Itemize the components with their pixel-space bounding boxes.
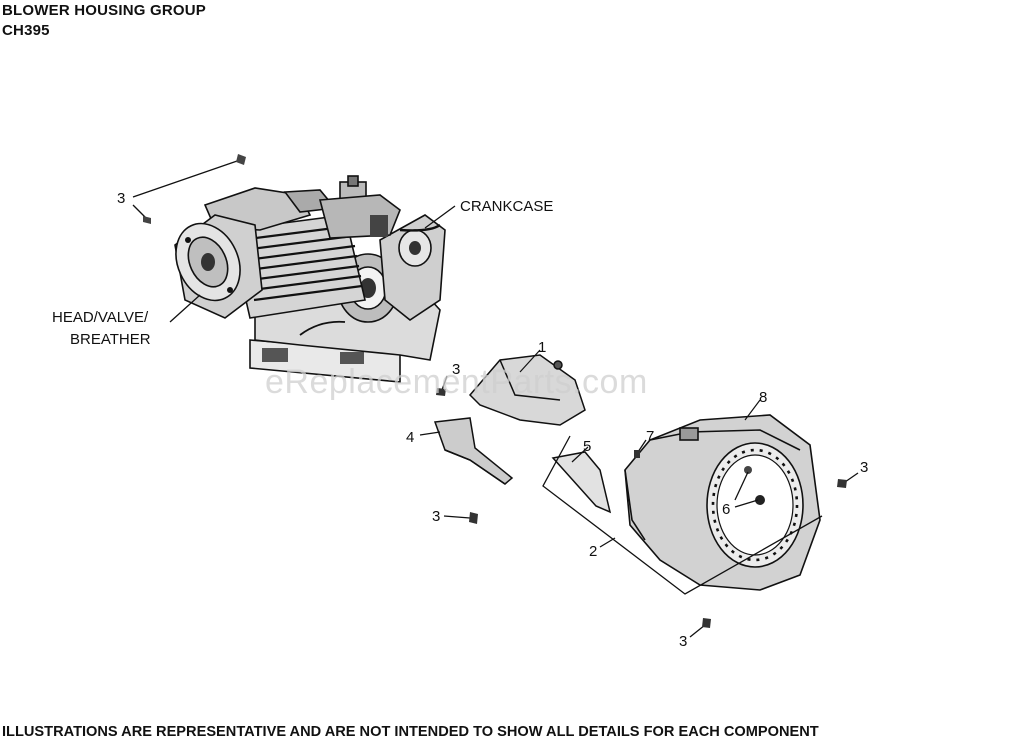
screw-bottom	[689, 618, 711, 638]
callout-3-left-low: 3	[432, 508, 440, 525]
diagram-title: BLOWER HOUSING GROUP	[2, 2, 207, 19]
label-head-line2: BREATHER	[70, 331, 151, 348]
callout-5: 5	[583, 438, 591, 455]
head-leader	[169, 294, 201, 323]
label-head-line1: HEAD/VALVE/	[52, 309, 149, 326]
screw-mid	[436, 375, 448, 396]
part-1-baffle	[468, 349, 586, 426]
callout-3-right: 3	[860, 459, 868, 476]
callout-3-mid: 3	[452, 361, 460, 378]
part-2-leader	[599, 537, 616, 548]
label-crankcase: CRANKCASE	[460, 198, 553, 215]
watermark: eReplacementParts.com	[265, 363, 648, 401]
engine-illustration	[174, 175, 446, 383]
callout-4: 4	[406, 429, 414, 446]
part-7-screw	[634, 439, 647, 458]
screw-top-group	[132, 154, 246, 224]
crankcase-leader	[424, 205, 456, 229]
part-5-shield	[551, 446, 612, 514]
callout-3-bottom: 3	[679, 633, 687, 650]
disclaimer-footer: ILLUSTRATIONS ARE REPRESENTATIVE AND ARE…	[2, 724, 819, 740]
part-2-bracket	[542, 435, 823, 595]
part-4-plate	[419, 417, 514, 485]
callout-3-top: 3	[117, 190, 125, 207]
callout-2: 2	[589, 543, 597, 560]
part-6-leaders	[734, 471, 759, 508]
callout-1: 1	[538, 339, 546, 356]
screw-left-low	[443, 512, 478, 524]
callout-7: 7	[646, 428, 654, 445]
part-8-blower-housing	[624, 399, 821, 591]
screw-right	[837, 472, 859, 488]
callout-6: 6	[722, 501, 730, 518]
model-number: CH395	[2, 22, 50, 39]
callout-8: 8	[759, 389, 767, 406]
